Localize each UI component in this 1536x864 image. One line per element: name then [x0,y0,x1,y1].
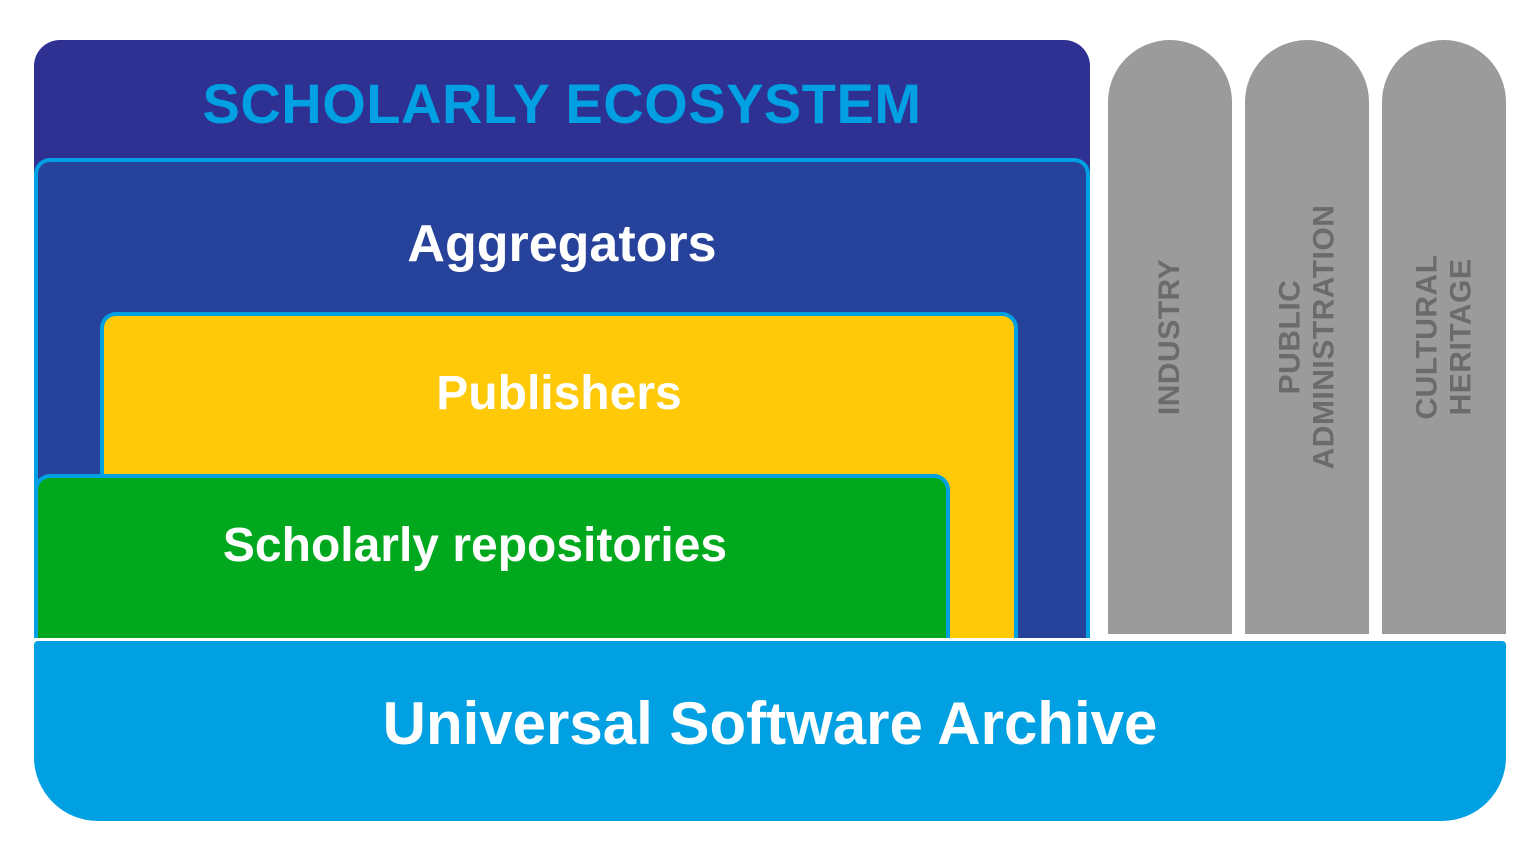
pillar-public-administration-label: PUBLIC ADMINISTRATION [1273,205,1340,470]
pillar-public-administration-line1: PUBLIC [1273,279,1307,395]
pillar-cultural-heritage-line1: CULTURAL [1410,254,1444,420]
pillar-cultural-heritage-label: CULTURAL HERITAGE [1410,254,1477,419]
pillar-public-administration-line2: ADMINISTRATION [1307,204,1340,470]
layer-scholarly-repositories: Scholarly repositories [34,474,950,638]
pillar-industry-line1: INDUSTRY [1153,258,1187,416]
pillar-public-administration: PUBLIC ADMINISTRATION [1245,40,1369,634]
universal-software-archive-bar: Universal Software Archive [34,641,1506,821]
pillar-industry: INDUSTRY [1108,40,1232,634]
pillar-industry-label: INDUSTRY [1153,259,1187,415]
universal-software-archive-label: Universal Software Archive [382,690,1158,757]
pillar-cultural-heritage: CULTURAL HERITAGE [1382,40,1506,634]
layer-aggregators-label: Aggregators [407,215,717,273]
diagram-title: SCHOLARLY ECOSYSTEM [202,72,922,135]
layer-scholarly-repositories-label: Scholarly repositories [222,519,728,572]
pillar-cultural-heritage-line2: HERITAGE [1444,258,1477,416]
layer-publishers-label: Publishers [436,367,682,420]
